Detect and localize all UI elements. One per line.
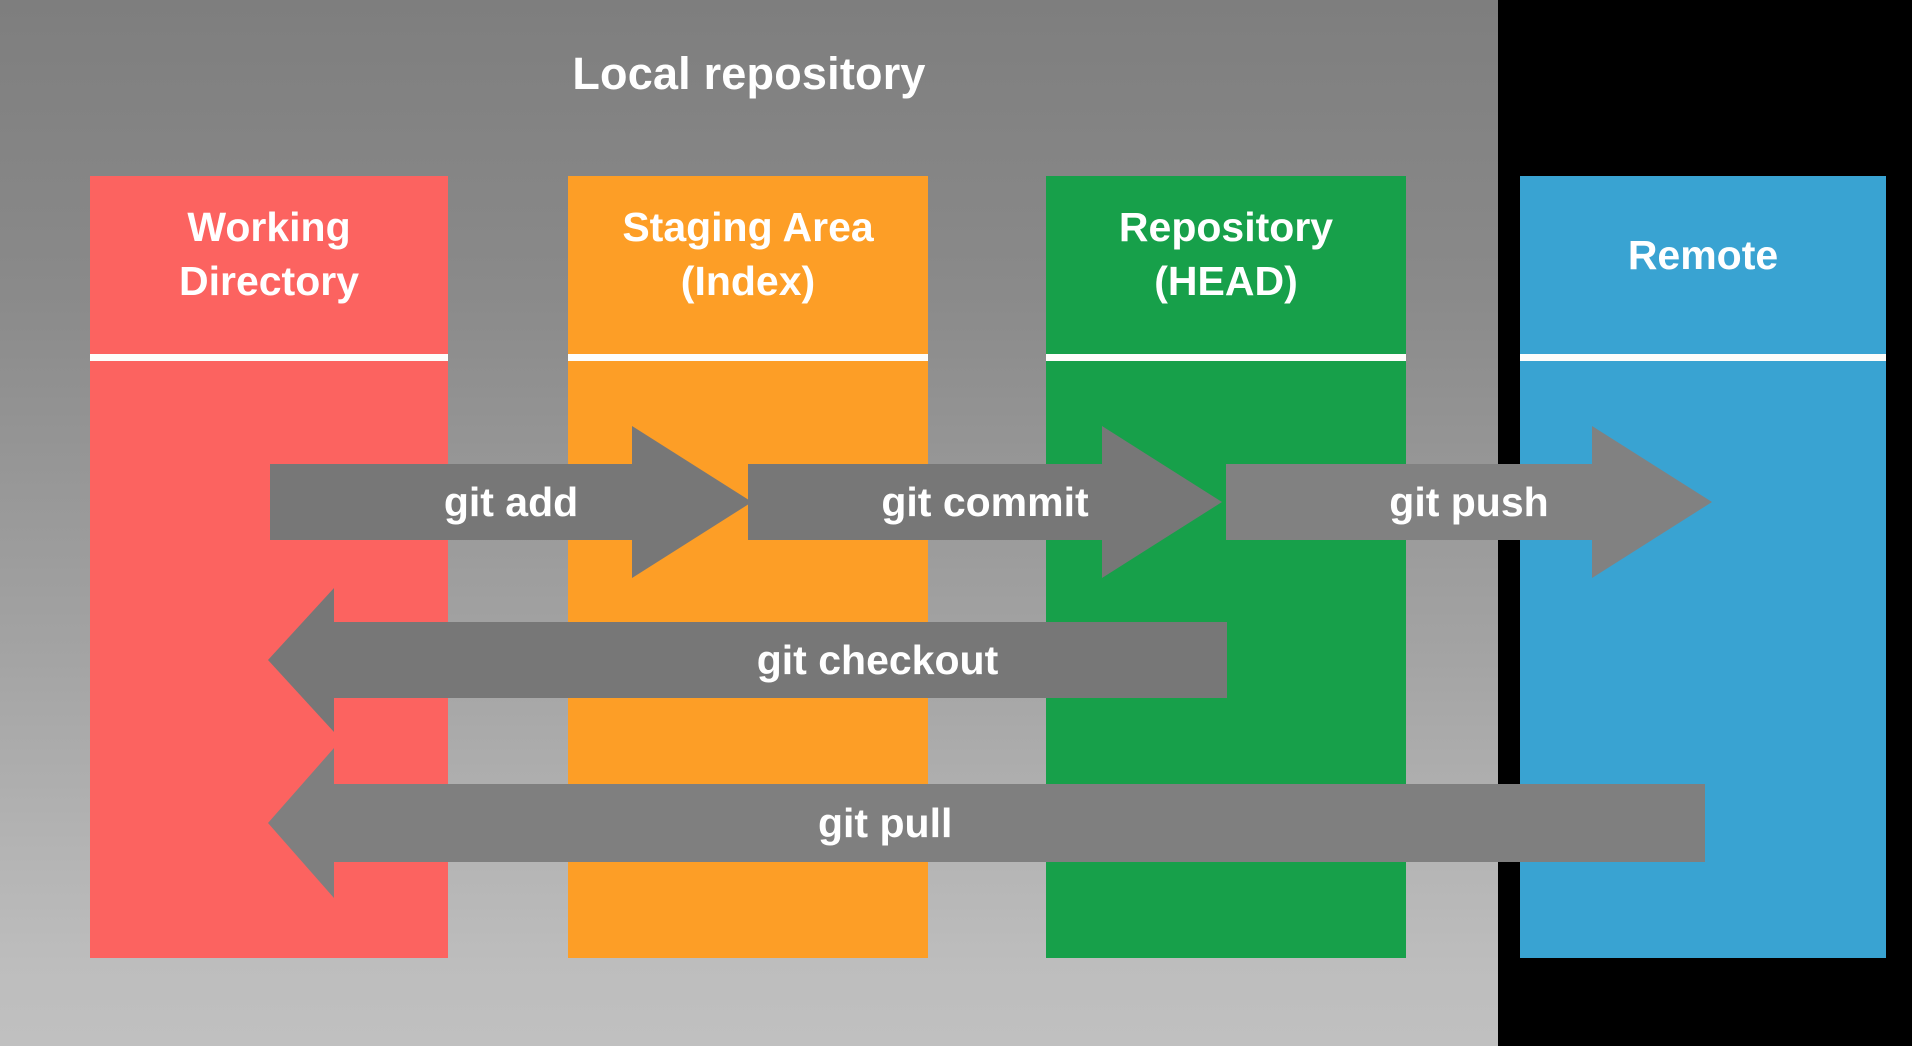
arrow-right-icon [1226,426,1712,578]
stage-column-label-staging-area: Staging Area (Index) [622,204,874,305]
arrow-git-commit: git commit [748,426,1222,578]
column-divider-remote [1520,354,1886,361]
column-divider-working-directory [90,354,448,361]
column-divider-repository-head [1046,354,1406,361]
arrow-git-pull: git pull [268,748,1705,898]
arrow-git-push: git push [1226,426,1712,578]
stage-column-label-remote: Remote [1627,232,1779,278]
stage-column-label-repository-head: Repository (HEAD) [1118,204,1334,305]
arrow-right-icon [748,426,1222,578]
column-divider-staging-area [568,354,928,361]
arrow-git-checkout: git checkout [268,588,1227,732]
arrow-git-add: git add [270,426,752,578]
arrow-right-icon [270,426,752,578]
stage-column-label-working-directory: Working Directory [178,204,359,305]
arrow-left-icon [268,588,1227,732]
page-title: Local repository [572,48,926,99]
arrow-left-icon [268,748,1705,898]
